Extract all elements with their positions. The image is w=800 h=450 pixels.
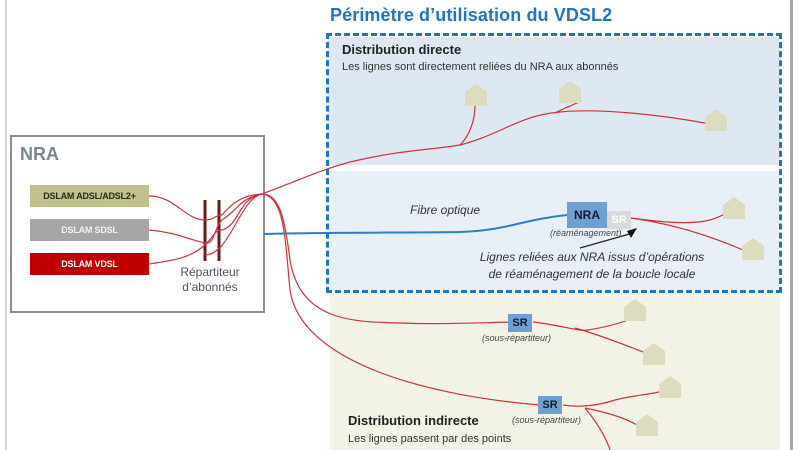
- copper-line-renov-1: [630, 211, 729, 224]
- copper-line-adsl: [148, 195, 223, 221]
- copper-line-sr2-branch-2: [584, 407, 638, 426]
- repartiteur-label: Répartiteur d’abonnés: [175, 265, 245, 295]
- house-icon: [723, 197, 745, 219]
- direct-description: Les lignes sont directement reliées du N…: [342, 61, 619, 73]
- copper-line-indirect-1: [261, 193, 519, 325]
- copper-line-hub-4: [204, 193, 263, 256]
- house-icon: [705, 109, 727, 131]
- dslam-adsl: DSLAM ADSL/ADSL2+: [30, 185, 149, 207]
- copper-line-sr2-branch-1: [562, 391, 660, 407]
- copper-line-indirect-2: [261, 193, 541, 406]
- zone-renovation: [328, 171, 780, 291]
- repartiteur-line2: d’abonnés: [182, 280, 238, 294]
- house-icon: [624, 299, 646, 321]
- renovation-note: Lignes reliées aux NRA issus d’opération…: [462, 249, 722, 283]
- left-frame-edge: [5, 0, 7, 450]
- copper-line-renov-2: [630, 217, 744, 251]
- sr-caption-1: (sous-répartiteur): [482, 333, 552, 343]
- nra-label: NRA: [20, 144, 59, 164]
- copper-line-sr2-branch-3: [584, 407, 611, 450]
- diagram-title: Périmètre d’utilisation du VDSL2: [330, 5, 613, 25]
- copper-line-sdsl: [148, 219, 223, 244]
- sr-grey-box: SR: [607, 211, 631, 229]
- annotation-arrow-head: [627, 228, 637, 238]
- zone-direct-distribution: [328, 37, 780, 165]
- indirect-heading: Distribution indirecte: [348, 413, 479, 428]
- dslam-vdsl: DSLAM VDSL: [30, 253, 149, 275]
- indirect-description: Les lignes passent par des points: [348, 433, 512, 445]
- house-icon: [643, 343, 665, 365]
- renovation-note-line2: de réaménagement de la boucle locale: [488, 267, 696, 281]
- copper-line-direct-house-1: [459, 104, 476, 146]
- copper-line-hub-3: [221, 193, 263, 231]
- sr-box-1: SR: [508, 314, 532, 332]
- fibre-optic-line: [263, 214, 568, 235]
- renovation-note-line1: Lignes reliées aux NRA issus d’opération…: [479, 250, 705, 264]
- house-icon: [559, 81, 581, 103]
- sr-box-2: SR: [538, 396, 562, 414]
- nra-renovation-caption: (réaménagement): [550, 228, 622, 238]
- annotation-arrow-line: [579, 232, 634, 249]
- nra-renovation-box: NRA: [567, 202, 607, 228]
- copper-line-sr1-branch-2: [574, 327, 644, 353]
- house-icon: [742, 238, 764, 260]
- right-frame-edge: [790, 0, 793, 450]
- house-icon: [636, 414, 658, 436]
- dslam-sdsl: DSLAM SDSL: [30, 219, 149, 241]
- house-icon: [659, 376, 681, 398]
- copper-line-vdsl: [148, 229, 223, 265]
- vdsl2-perimeter-border: [326, 33, 782, 293]
- repartiteur-line1: Répartiteur: [180, 265, 240, 279]
- sr-caption-2: (sous-répartiteur): [512, 415, 582, 425]
- house-icon: [465, 84, 487, 106]
- direct-heading: Distribution directe: [342, 42, 462, 57]
- zone-indirect-distribution: [330, 294, 780, 450]
- copper-line-sr1-branch-1: [532, 319, 629, 331]
- copper-line-direct-main: [261, 110, 706, 195]
- fibre-optique-label: Fibre optique: [410, 203, 481, 217]
